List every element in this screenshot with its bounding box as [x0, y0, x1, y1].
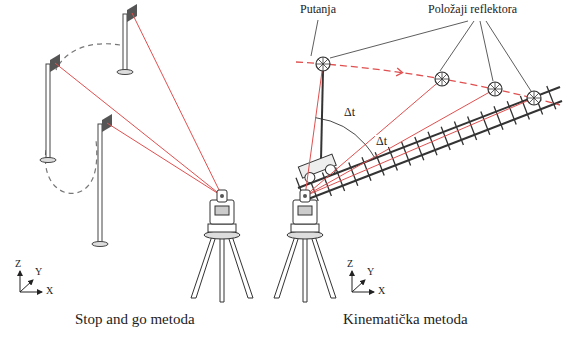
total-station — [191, 190, 253, 302]
rails — [298, 87, 562, 201]
direction-arrow — [396, 68, 403, 77]
angle-label: Δt — [343, 106, 356, 120]
reflector-pole — [117, 4, 137, 75]
axis-label: Z — [15, 258, 21, 270]
method-caption: Kinematička metoda — [343, 311, 468, 328]
axis-label: Y — [35, 266, 42, 278]
reflector-pole — [40, 54, 60, 163]
angle-label: Δt — [375, 135, 388, 149]
prism-reflector — [435, 72, 449, 86]
prism-reflector — [316, 57, 330, 71]
trolley — [298, 71, 338, 185]
angle-arc — [316, 118, 375, 158]
trajectory — [296, 62, 560, 105]
reflector-pole — [92, 114, 112, 247]
callout-label: Položaji reflektora — [428, 3, 517, 17]
axis-label: X — [46, 285, 53, 297]
walk-path — [45, 44, 120, 194]
axis-label: X — [378, 285, 385, 297]
total-station — [274, 190, 336, 302]
callout-label: Putanja — [300, 3, 336, 17]
prism-reflector — [488, 82, 502, 96]
axis-label: Y — [367, 266, 374, 278]
axis-label: Z — [347, 258, 353, 270]
sight-line — [305, 64, 534, 196]
prism-reflector — [527, 91, 541, 105]
method-caption: Stop and go metoda — [75, 311, 195, 328]
sight-line — [55, 13, 222, 196]
leader-line — [311, 20, 531, 91]
